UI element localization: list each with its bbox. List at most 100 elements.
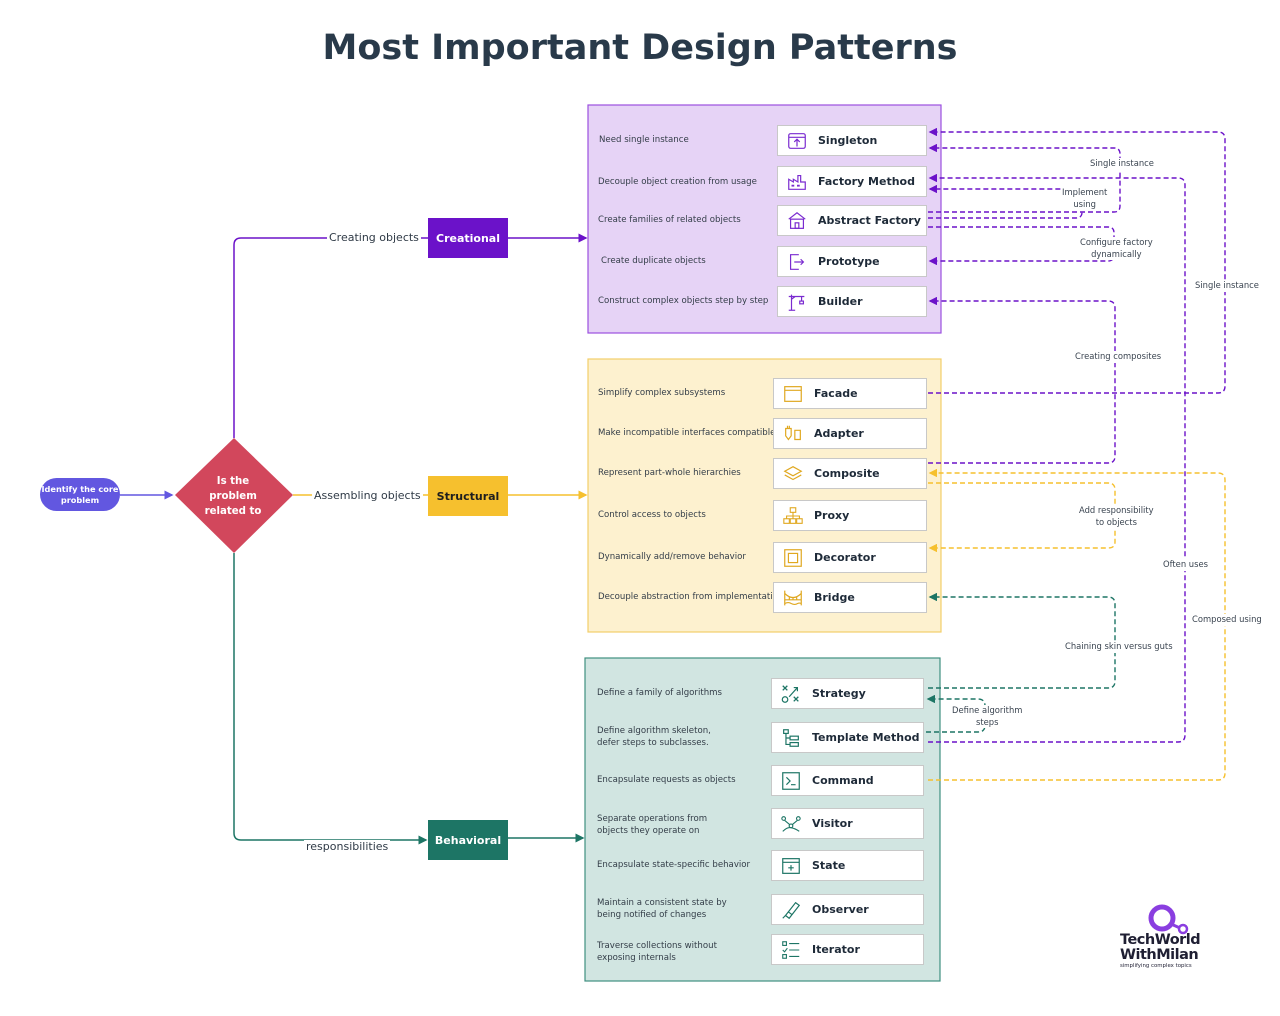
rel-label-composed-using: Composed using [1192,614,1262,626]
pattern-label: Prototype [818,255,880,268]
rel-label-add-responsibility: Add responsibility to objects [1079,505,1154,528]
edge-label-creational: Creating objects [327,231,421,244]
category-structural: Structural [428,476,508,516]
creational-desc-0: Need single instance [599,135,689,145]
logo-mark-icon [1148,904,1189,935]
pattern-template-method: Template Method [771,722,924,753]
pattern-proxy: Proxy [773,500,927,531]
rel-label-define-algorithm-steps: Define algorithm steps [952,705,1023,728]
structural-desc-0: Simplify complex subsystems [598,388,726,398]
logo-line1: TechWorld [1120,932,1201,948]
category-behavioral: Behavioral [428,820,508,860]
network-icon [783,506,803,524]
terminal-icon [782,771,800,790]
state-icon [782,857,800,874]
rel-single-instance-2 [928,127,1226,394]
creational-desc-1: Decouple object creation from usage [598,177,757,187]
pattern-label: Iterator [812,943,860,956]
behavioral-desc-5: Maintain a consistent state by being not… [597,898,727,920]
rel-label-implement-using: Implement using [1062,187,1108,210]
pattern-prototype: Prototype [777,246,927,277]
plug-icon [785,425,801,440]
rel-often-uses [928,173,1186,743]
pattern-label: Singleton [818,134,878,147]
logo-tagline: simplifying complex topics [1120,963,1192,969]
pattern-label: Decorator [814,551,876,564]
rel-label-often-uses: Often uses [1163,559,1208,571]
pattern-facade: Facade [773,378,927,409]
behavioral-desc-1: Define algorithm skeleton, defer steps t… [597,726,711,748]
rel-label-single-instance-1: Single instance [1090,158,1154,170]
frame-icon [784,548,802,567]
structural-desc-5: Decouple abstraction from implementation [598,592,784,602]
pattern-strategy: Strategy [771,678,924,709]
strategy-icon [781,684,799,703]
building-icon [788,211,806,229]
pattern-label: Abstract Factory [818,214,921,227]
crane-icon [788,294,805,311]
pattern-builder: Builder [777,286,927,317]
edge-creational [233,237,428,438]
rel-composed-using [928,468,1226,781]
factory-icon [788,174,806,190]
template-icon [783,728,799,747]
pattern-iterator: Iterator [771,934,924,965]
logo-line2: WithMilan [1120,947,1199,963]
edge-label-behavioral: responsibilities [304,840,391,853]
decision-label: Is the problem related to [204,476,262,517]
creational-desc-3: Create duplicate objects [601,256,706,266]
pattern-composite: Composite [773,458,927,489]
pattern-label: Template Method [812,731,920,744]
pattern-label: State [812,859,846,872]
window-icon [784,385,802,402]
rel-implement-using [928,184,1083,219]
bridge-icon [784,590,802,605]
pattern-factory-method: Factory Method [777,166,927,197]
structural-desc-3: Control access to objects [598,510,706,520]
category-creational: Creational [428,218,508,258]
pattern-label: Facade [814,387,858,400]
creational-desc-2: Create families of related objects [598,215,741,225]
pattern-singleton: Singleton [777,125,927,156]
copy-icon [789,253,805,270]
telescope-icon [782,901,801,919]
pattern-visitor: Visitor [771,808,924,839]
edge-label-structural: Assembling objects [312,489,423,502]
pattern-observer: Observer [771,894,924,925]
pattern-command: Command [771,765,924,796]
rel-label-creating-composites: Creating composites [1075,351,1162,363]
structural-desc-2: Represent part-whole hierarchies [598,468,741,478]
pattern-label: Bridge [814,591,855,604]
rel-label-chaining-skin: Chaining skin versus guts [1065,641,1173,653]
structural-desc-1: Make incompatible interfaces compatible [598,428,776,438]
page-title: Most Important Design Patterns [322,28,958,68]
start-node: Identify the core problem [40,478,120,511]
pattern-label: Composite [814,467,880,480]
rel-creating-composites [928,296,1116,464]
pattern-label: Proxy [814,509,850,522]
pattern-abstract-factory: Abstract Factory [777,205,927,236]
pattern-label: Observer [812,903,869,916]
pattern-decorator: Decorator [773,542,927,573]
rel-label-single-instance-2: Single instance [1195,280,1259,292]
behavioral-desc-4: Encapsulate state-specific behavior [597,860,751,870]
creational-desc-4: Construct complex objects step by step [598,296,769,306]
behavioral-desc-3: Separate operations from objects they op… [597,814,708,836]
singleton-icon [788,132,806,149]
behavioral-desc-2: Encapsulate requests as objects [597,775,736,785]
rel-chaining-skin [928,592,1116,689]
layers-icon [783,465,803,480]
decision-diamond [175,438,293,553]
edge-behavioral [233,553,428,845]
checklist-icon [782,940,800,959]
pattern-label: Factory Method [818,175,915,188]
pattern-label: Adapter [814,427,864,440]
rel-single-instance-1 [928,143,1121,213]
pattern-label: Visitor [812,817,853,830]
pattern-label: Strategy [812,687,866,700]
pattern-adapter: Adapter [773,418,927,449]
rel-label-configure-factory: Configure factory dynamically [1080,237,1153,260]
behavioral-desc-6: Traverse collections without exposing in… [597,941,717,963]
pattern-state: State [771,850,924,881]
behavioral-desc-0: Define a family of algorithms [597,688,723,698]
